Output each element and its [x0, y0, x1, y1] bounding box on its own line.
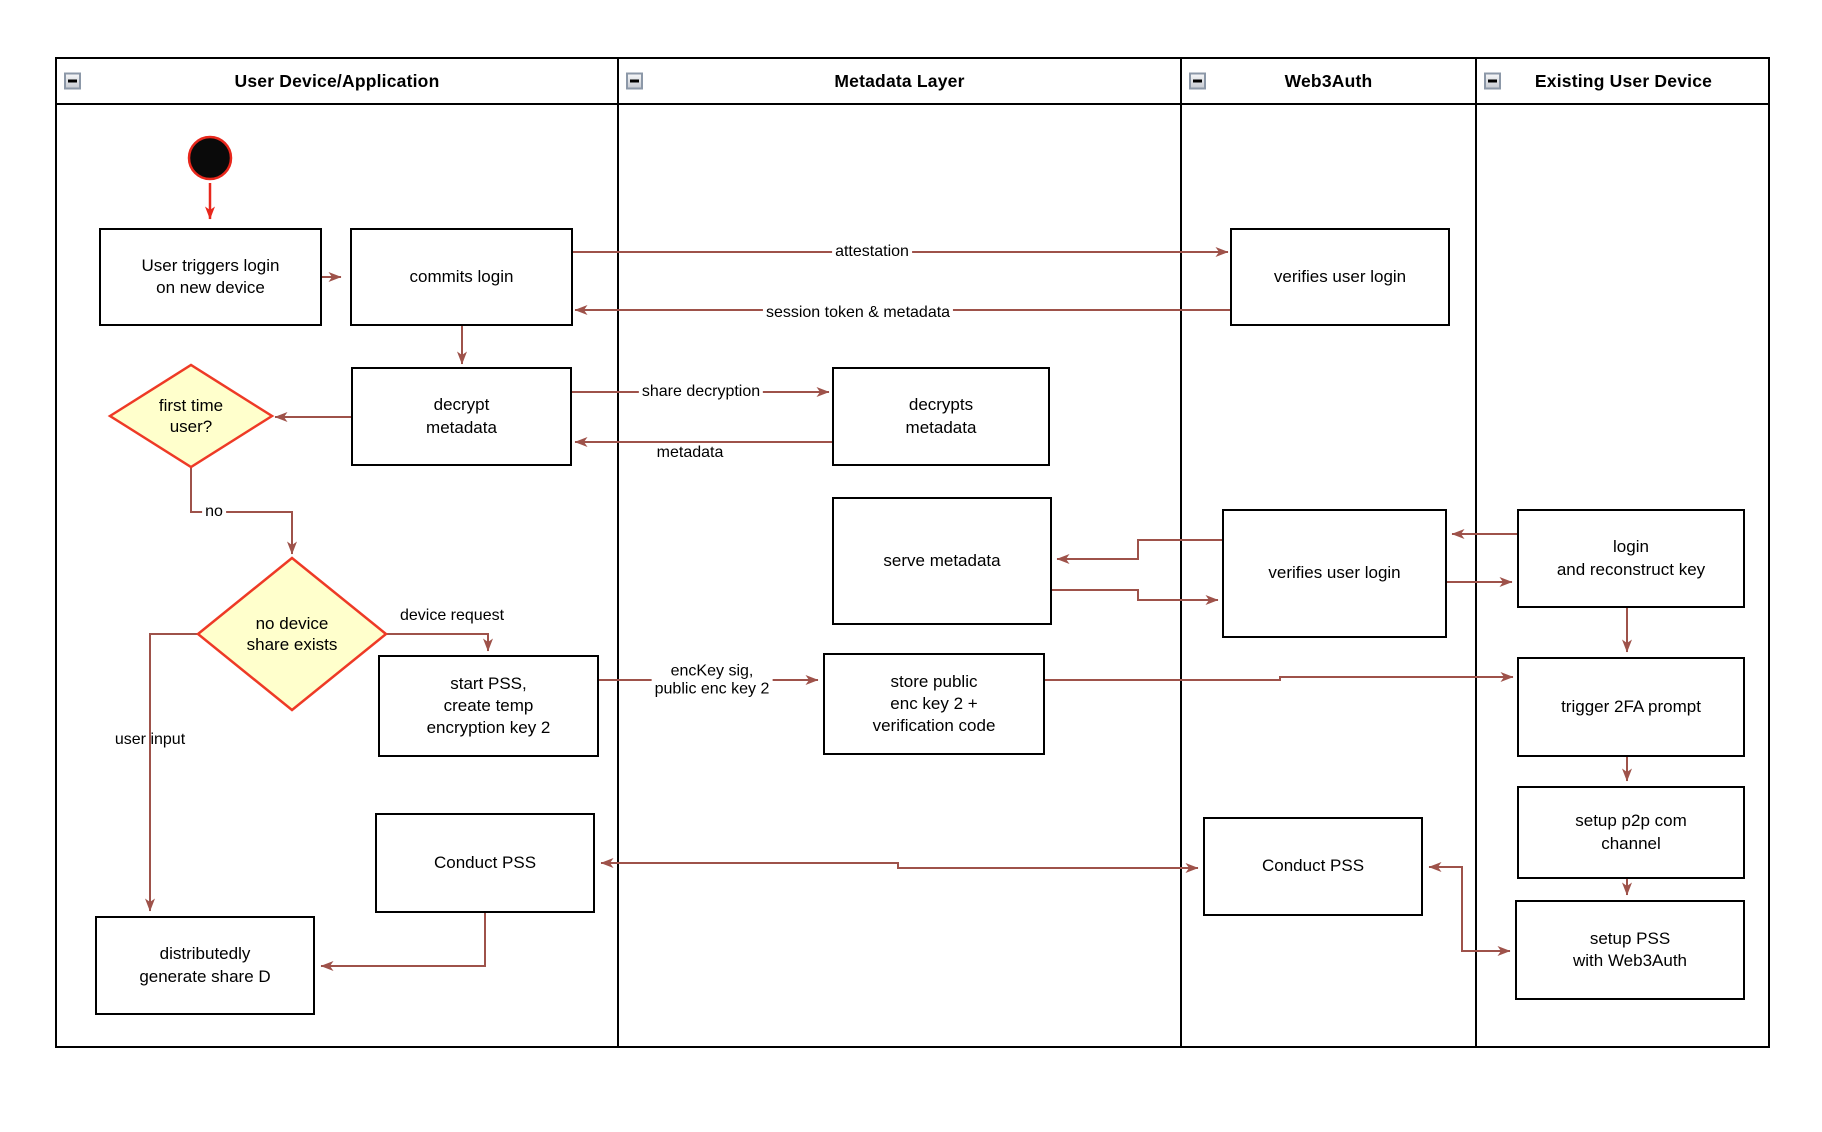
collapse-icon[interactable] [1189, 72, 1206, 90]
lane-title: Existing User Device [1534, 70, 1713, 91]
edge-setuppss-conductpss [1428, 862, 1511, 956]
edge-conductpss-to-share [320, 913, 486, 971]
edge-device-request [386, 633, 493, 652]
lane-header-existing-device: Existing User Device [1477, 59, 1770, 103]
node-setup-p2p: setup p2p com channel [1517, 786, 1745, 879]
edge-conductpss-link [600, 858, 1199, 873]
lane-divider-1 [617, 57, 619, 1048]
edge-label-enckey-sig: encKey sig, public enc key 2 [651, 662, 773, 700]
lane-title: User Device/Application [234, 70, 440, 91]
header-divider [55, 103, 1770, 105]
node-conduct-pss-right: Conduct PSS [1203, 817, 1423, 916]
lane-divider-2 [1180, 57, 1182, 1048]
decision-first-time-user [107, 363, 275, 469]
pool-border [55, 57, 1770, 1048]
node-start-pss: start PSS, create temp encryption key 2 [378, 655, 599, 757]
lane-title: Web3Auth [1284, 70, 1373, 91]
node-serve-metadata: serve metadata [832, 497, 1052, 625]
edge-serve-to-verifies [1052, 589, 1219, 605]
lane-title: Metadata Layer [834, 70, 965, 91]
node-distributedly-generate: distributedly generate share D [95, 916, 315, 1015]
node-verifies-user-login-mid: verifies user login [1222, 509, 1447, 638]
lane-divider-3 [1475, 57, 1477, 1048]
edge-label-share-decryption: share decryption [638, 382, 764, 402]
edge-label-user-input: user input [114, 730, 186, 748]
edge-label-device-request: device request [399, 606, 505, 624]
edge-store-to-2fa [1045, 672, 1514, 682]
edge-no-branch [190, 467, 297, 555]
node-decrypts-metadata: decrypts metadata [832, 367, 1050, 466]
node-user-triggers-login: User triggers login on new device [99, 228, 322, 326]
node-login-reconstruct: login and reconstruct key [1517, 509, 1745, 608]
decision-label-first-time-user: first time user? [158, 395, 224, 436]
decision-label-no-device-share: no device share exists [246, 613, 338, 654]
edge-label-no: no [202, 502, 226, 522]
edge-verifies-to-serve [1056, 539, 1222, 564]
node-store-public-key: store public enc key 2 + verification co… [823, 653, 1045, 755]
edge-label-metadata: metadata [656, 443, 724, 461]
collapse-icon[interactable] [626, 72, 643, 90]
lane-header-web3auth: Web3Auth [1182, 59, 1475, 103]
decision-no-device-share [196, 556, 388, 712]
collapse-icon[interactable] [64, 72, 81, 90]
edge-user-input [145, 633, 198, 912]
node-setup-pss: setup PSS with Web3Auth [1515, 900, 1745, 1000]
node-verifies-user-login-top: verifies user login [1230, 228, 1450, 326]
edge-label-session-token: session token & metadata [762, 303, 954, 323]
start-node [187, 135, 233, 181]
node-conduct-pss-left: Conduct PSS [375, 813, 595, 913]
edge-label-attestation: attestation [832, 242, 912, 262]
node-trigger-2fa: trigger 2FA prompt [1517, 657, 1745, 757]
collapse-icon[interactable] [1484, 72, 1501, 90]
node-commits-login: commits login [350, 228, 573, 326]
lane-header-user-device: User Device/Application [57, 59, 617, 103]
node-decrypt-metadata: decrypt metadata [351, 367, 572, 466]
lane-header-metadata-layer: Metadata Layer [619, 59, 1180, 103]
